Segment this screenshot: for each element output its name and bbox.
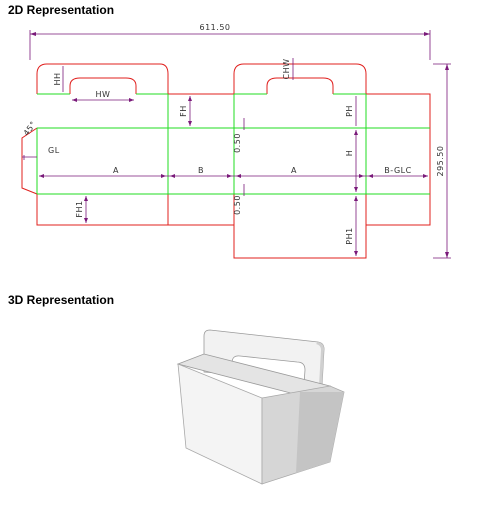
label-b-glc: B-GLC (384, 166, 411, 175)
label-b: B (198, 166, 204, 175)
label-ph: PH (345, 105, 354, 117)
arrow-b-start (170, 174, 175, 178)
cut-glue-flap (21, 127, 38, 195)
arrow-ph1-top (354, 196, 358, 201)
arrow-a-right-start (236, 174, 241, 178)
label-fh: FH (179, 105, 188, 117)
box-3d-illustration (176, 329, 345, 485)
arrow-b-glc-right (423, 174, 428, 178)
arrow-h-top (354, 130, 358, 135)
label-ph1: PH1 (345, 227, 354, 244)
cut-right-bottom (233, 194, 367, 259)
box-3d-handle-edge (316, 342, 324, 386)
arrow-a-left (39, 174, 44, 178)
arrow-b-end (227, 174, 232, 178)
label-gl: GL (48, 146, 60, 155)
label-chw: CHW (282, 58, 291, 79)
dim-total-width-line (29, 30, 431, 60)
cut-right-handle-hole (266, 77, 334, 94)
heading-2d-representation: 2D Representation (8, 3, 115, 17)
arrow-total-width-left (30, 32, 36, 36)
arrow-ph1-bottom (354, 251, 358, 256)
cut-right-side-bottom (365, 194, 431, 226)
label-a-left: A (113, 166, 119, 175)
label-h: H (345, 150, 354, 157)
cut-lines (21, 63, 431, 259)
arrow-total-height-bottom (445, 252, 449, 258)
label-total-width: 611.50 (200, 23, 231, 32)
label-offset-top: 0.50 (233, 133, 242, 153)
fold-lines (36, 93, 430, 195)
label-a-right: A (291, 166, 297, 175)
arrow-a-left-end (161, 174, 166, 178)
arrow-h-bottom (354, 187, 358, 192)
label-hw: HW (96, 90, 111, 99)
dim-gl-line (22, 155, 37, 160)
arrow-total-width-right (424, 32, 430, 36)
arrow-fh1-bottom (84, 218, 88, 223)
heading-3d-representation: 3D Representation (8, 293, 115, 307)
dimension-arrows (30, 32, 449, 258)
arrow-a-right-end (359, 174, 364, 178)
arrow-fh-bottom (188, 121, 192, 126)
cut-left-handle-panel (36, 63, 169, 94)
arrow-fh1-top (84, 196, 88, 201)
arrow-hw-left (72, 98, 77, 102)
arrow-hw-right (129, 98, 134, 102)
box-3d-front-shade (296, 392, 344, 473)
arrow-total-height-top (445, 64, 449, 70)
box-3d-handle (203, 329, 325, 387)
label-offset-bottom: 0.50 (233, 195, 242, 215)
cut-right-handle-panel (233, 63, 431, 128)
dim-total-height-line (433, 63, 451, 259)
label-total-height: 295.50 (436, 146, 445, 177)
arrow-fh-top (188, 96, 192, 101)
label-fh1: FH1 (75, 200, 84, 217)
arrow-b-glc-start (368, 174, 373, 178)
label-hh: HH (53, 72, 62, 85)
cut-left-bottom (36, 194, 234, 226)
cut-left-handle-hole (69, 77, 137, 94)
